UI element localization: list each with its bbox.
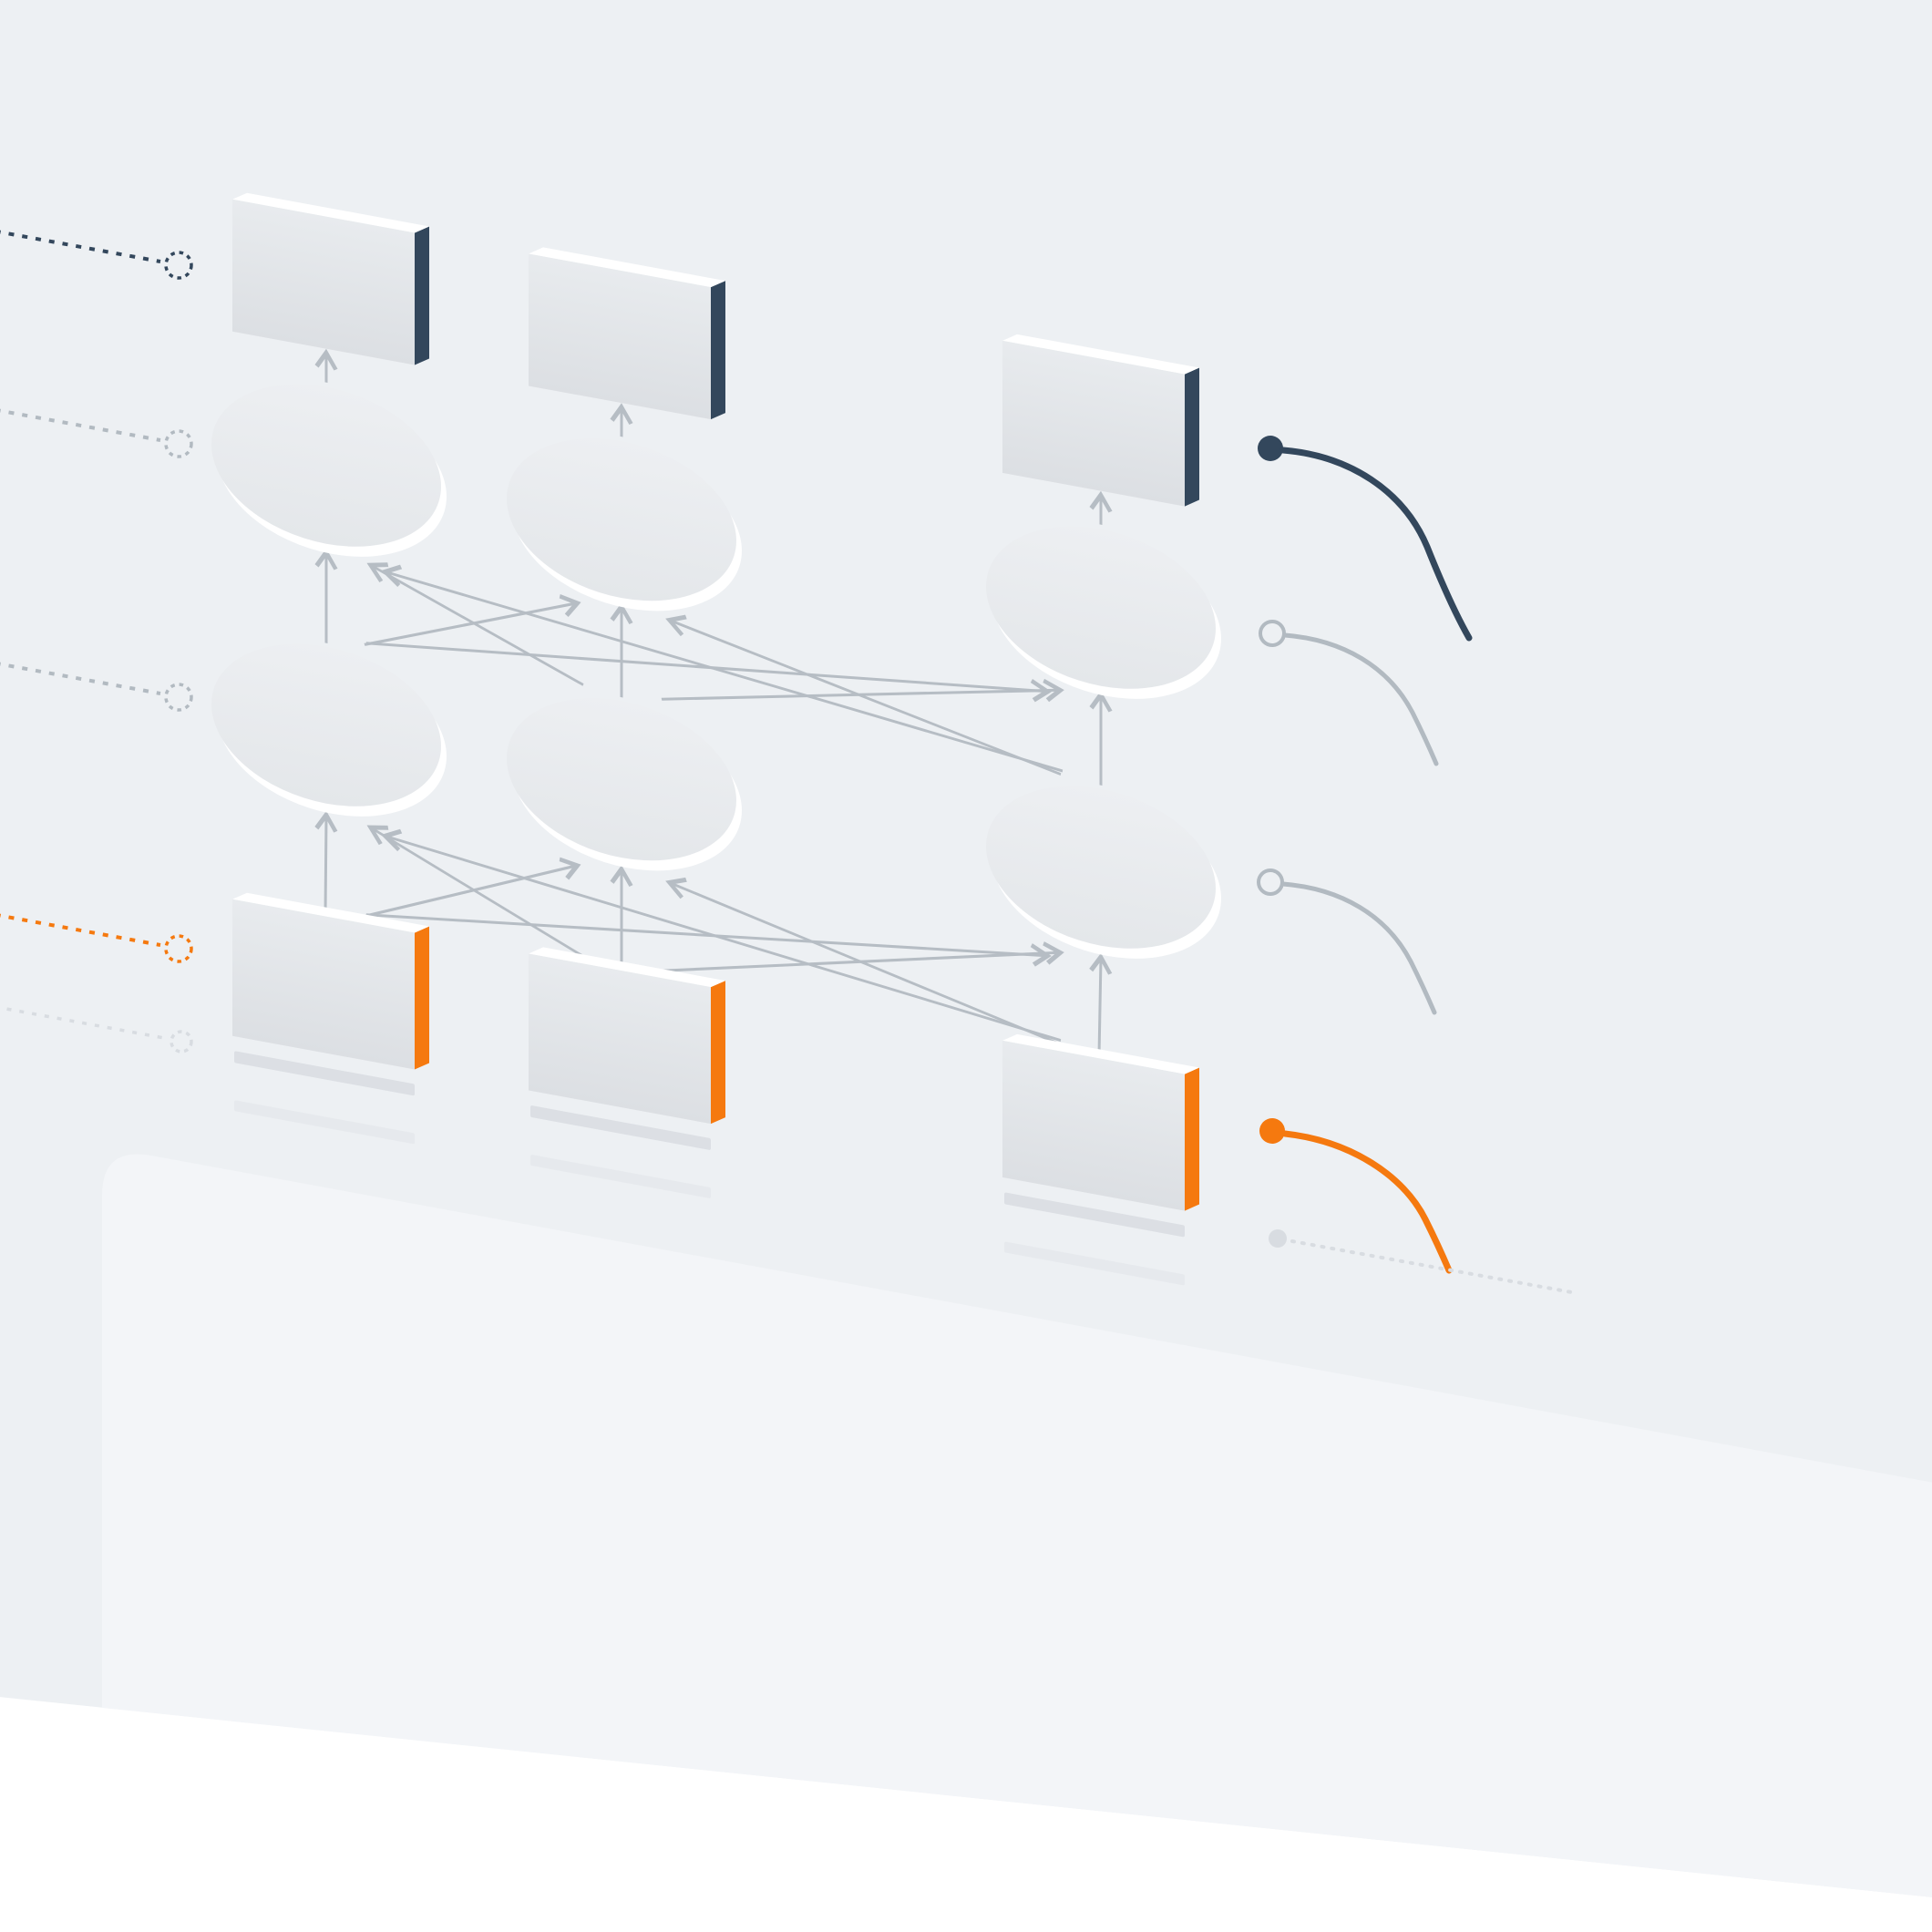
slab-side-face — [711, 981, 725, 1125]
slab-front-face — [232, 199, 415, 365]
slab-side-face — [711, 281, 725, 420]
hidden-disc — [211, 643, 447, 817]
output-slab — [529, 247, 725, 420]
callout-line — [0, 662, 161, 695]
disc-face — [986, 526, 1216, 689]
underline-faint — [530, 1155, 711, 1198]
arrow — [381, 828, 1062, 1043]
hidden-disc — [986, 786, 1221, 959]
slab-top-face — [529, 947, 725, 988]
callout-dot — [1259, 1118, 1285, 1144]
callout-ring — [164, 429, 193, 458]
arrow — [314, 810, 338, 915]
input-slab — [232, 892, 429, 1070]
slab-side-face — [415, 926, 429, 1070]
output-slab — [1002, 334, 1199, 507]
callout-line — [0, 1005, 165, 1040]
right-callout-navy — [1258, 436, 1473, 642]
left-callout-gray-1 — [0, 408, 193, 458]
slab-side-face — [415, 226, 429, 365]
slab-underlines — [234, 1051, 1185, 1286]
callout-ring — [170, 1030, 193, 1053]
slab-side-face — [1185, 1067, 1199, 1211]
slab-front-face — [1002, 340, 1185, 507]
callout-ring — [164, 251, 193, 280]
arrow — [366, 825, 584, 958]
input-slab — [1002, 1033, 1199, 1211]
underline — [1004, 1192, 1185, 1238]
slab-top-face — [232, 192, 429, 233]
left-callouts — [0, 230, 193, 1053]
hidden-disc — [986, 526, 1221, 699]
callout-ring — [164, 683, 193, 712]
slab-front-face — [1002, 1040, 1185, 1211]
right-callout-gray-2 — [1257, 868, 1437, 1015]
callout-line — [0, 230, 161, 263]
network-scene — [211, 192, 1221, 1286]
output-slabs — [232, 192, 1199, 507]
input-slab — [529, 947, 725, 1125]
input-slabs — [232, 892, 1199, 1211]
right-callout-faint — [1269, 1229, 1578, 1295]
arrow — [1089, 952, 1113, 1057]
disc-face — [211, 384, 441, 547]
callout-line — [0, 913, 161, 947]
left-callout-faint — [0, 1005, 193, 1053]
slab-front-face — [232, 899, 415, 1070]
callout-dot — [1269, 1229, 1287, 1248]
disc-face — [507, 438, 736, 601]
slab-front-face — [529, 253, 711, 420]
arrow — [366, 562, 584, 686]
sub-panel-corner — [102, 1154, 1932, 1897]
disc-face — [211, 643, 441, 807]
left-callout-navy — [0, 230, 193, 280]
slab-side-face — [1185, 367, 1199, 507]
right-callout-gray-1 — [1259, 620, 1439, 766]
left-callout-orange — [0, 913, 193, 963]
slab-top-face — [1002, 334, 1199, 375]
arrow — [365, 913, 1052, 967]
lower-discs — [211, 643, 1221, 959]
slab-top-face — [1002, 1033, 1199, 1074]
callout-ring — [164, 934, 193, 963]
upper-discs — [211, 384, 1221, 699]
callout-curve — [1282, 632, 1439, 766]
hidden-disc — [211, 384, 447, 557]
left-callout-gray-2 — [0, 662, 193, 712]
callout-line — [0, 408, 161, 442]
callout-curve — [1280, 881, 1437, 1015]
underline-faint — [1004, 1241, 1185, 1286]
right-callout-orange — [1259, 1118, 1453, 1274]
callout-curve — [1279, 447, 1473, 642]
arrow — [364, 593, 581, 646]
arrow — [665, 877, 1060, 1045]
callout-line — [1290, 1239, 1578, 1295]
underline-faint — [234, 1100, 415, 1145]
right-callouts — [1257, 436, 1578, 1295]
slab-top-face — [232, 892, 429, 933]
slab-top-face — [529, 247, 725, 288]
arrow — [665, 614, 1062, 776]
underline — [530, 1105, 711, 1150]
slab-front-face — [529, 953, 711, 1125]
disc-face — [507, 698, 736, 861]
hidden-disc — [507, 438, 742, 611]
connection-arrows — [314, 348, 1113, 1057]
disc-face — [986, 786, 1216, 949]
hidden-disc — [507, 698, 742, 871]
underline — [234, 1051, 415, 1096]
callout-dot — [1258, 436, 1283, 461]
arrow — [381, 564, 1064, 773]
arrow — [364, 857, 581, 918]
callout-curve — [1281, 1130, 1453, 1274]
output-slab — [232, 192, 429, 365]
